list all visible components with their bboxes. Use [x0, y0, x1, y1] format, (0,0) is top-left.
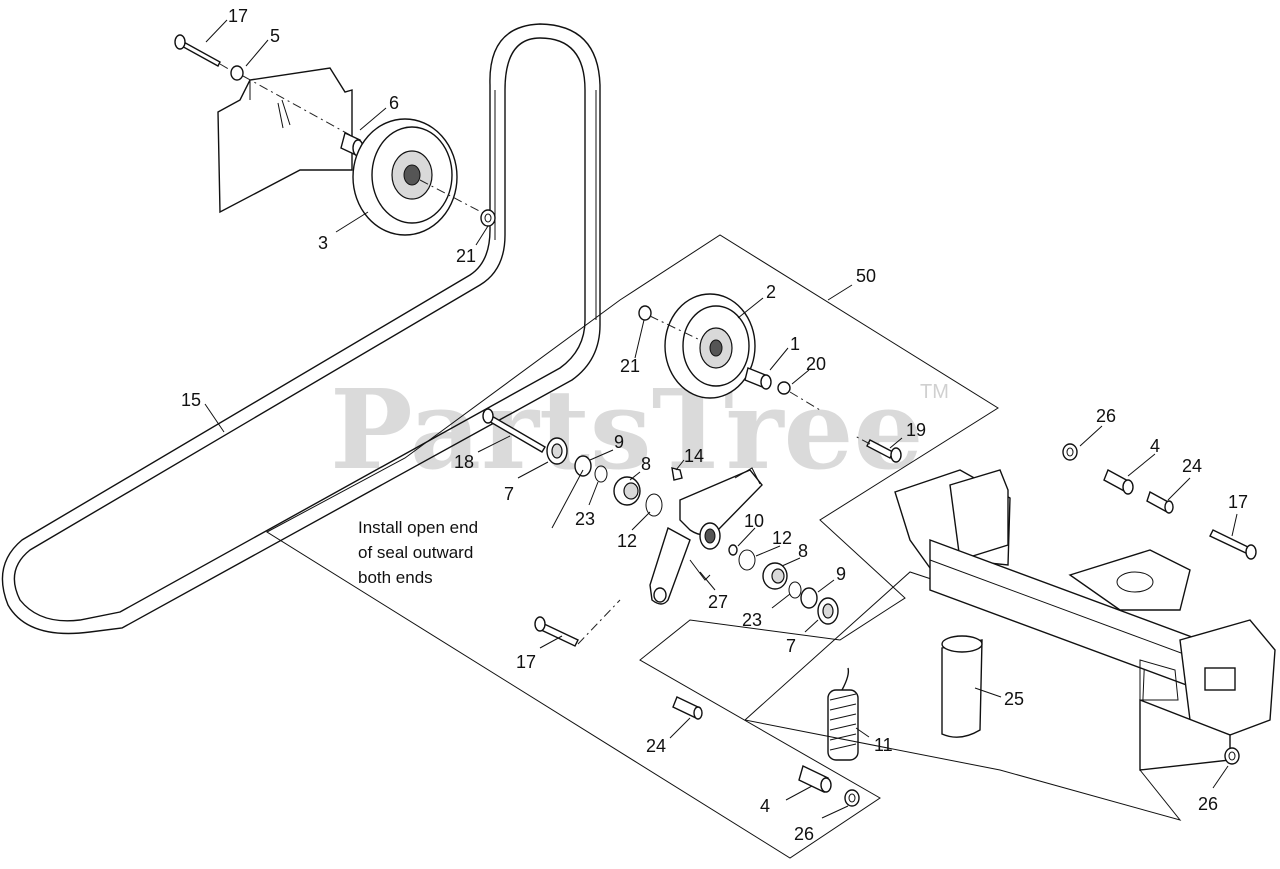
watermark-text: PartsTree [330, 365, 924, 494]
callout-26-lower: 26 [794, 824, 814, 844]
callout-7-right: 7 [786, 636, 796, 656]
bearing-8-right [762, 562, 788, 590]
drive-belt [1, 23, 601, 635]
callout-4-upper: 4 [1150, 436, 1160, 456]
spacer-1 [744, 367, 772, 390]
callout-20: 20 [806, 354, 826, 374]
o-ring-12-left [645, 493, 663, 517]
callout-8-left: 8 [641, 454, 651, 474]
idler-pulley-2 [664, 293, 756, 399]
callout-21-top: 21 [456, 246, 476, 266]
callout-5: 5 [270, 26, 280, 46]
callout-11: 11 [874, 735, 893, 755]
callout-7-left: 7 [504, 484, 514, 504]
bushing-4-upper [1103, 469, 1134, 495]
seal-7-right-center [822, 603, 834, 619]
installation-note: Install open end of seal outward both en… [358, 518, 478, 587]
callout-6: 6 [389, 93, 399, 113]
assembly-50-outline [266, 234, 999, 859]
callout-24-upper: 24 [1182, 456, 1202, 476]
bearing-8-left [613, 476, 641, 506]
seal-7-left-center [551, 443, 563, 459]
clip-23-right [788, 581, 802, 599]
washer-5 [230, 65, 244, 81]
callout-26-right: 26 [1198, 794, 1218, 814]
nut-21-lower [638, 305, 701, 341]
tube-sleeve-25 [941, 635, 983, 738]
callout-23-right: 23 [742, 610, 762, 630]
ring-9-left [574, 455, 592, 477]
spacer-24-lower [672, 696, 703, 720]
callout-2: 2 [766, 282, 776, 302]
nut-26-right [1224, 747, 1240, 765]
bolt-17-right [1209, 529, 1257, 560]
callout-25: 25 [1004, 689, 1024, 709]
spacer-24-upper [1146, 490, 1174, 514]
o-ring-12-right [738, 549, 756, 571]
frame-bracket [894, 469, 1276, 771]
watermark-trademark: TM [920, 381, 949, 403]
callout-26-upper: 26 [1096, 406, 1116, 426]
callout-24-lower: 24 [646, 736, 666, 756]
callout-14: 14 [684, 446, 704, 466]
bolt-17-top [174, 34, 233, 72]
bolt-17-middle [534, 599, 621, 647]
nut-26-upper [1062, 443, 1078, 461]
upper-bracket [217, 67, 353, 214]
callout-17-middle: 17 [516, 652, 536, 672]
callout-50: 50 [856, 266, 876, 286]
callout-9-right: 9 [836, 564, 846, 584]
callout-3: 3 [318, 233, 328, 253]
callout-27: 27 [708, 592, 728, 612]
callout-17-right: 17 [1228, 492, 1248, 512]
callout-18: 18 [454, 452, 474, 472]
grease-fitting-14 [671, 467, 683, 481]
callout-12-right: 12 [772, 528, 792, 548]
note-line-1: Install open end [358, 518, 478, 537]
callout-4-lower: 4 [760, 796, 770, 816]
cap-10 [728, 544, 738, 556]
nut-21-top [480, 209, 496, 227]
extension-spring-11 [827, 667, 859, 761]
idler-pulley-3 [352, 118, 486, 236]
bolt-19 [854, 435, 902, 463]
callout-10: 10 [744, 511, 764, 531]
nut-26-lower [844, 789, 860, 807]
callout-12-left: 12 [617, 531, 637, 551]
callouts: 17 5 6 3 21 15 50 2 21 1 20 19 18 9 7 8 … [181, 6, 1248, 844]
leader-lines [204, 19, 1238, 819]
callout-21-lower: 21 [620, 356, 640, 376]
callout-1: 1 [790, 334, 800, 354]
callout-19: 19 [906, 420, 926, 440]
callout-17-top: 17 [228, 6, 248, 26]
clip-23-left [594, 465, 608, 483]
callout-23-left: 23 [575, 509, 595, 529]
washer-20 [777, 381, 791, 395]
callout-9-left: 9 [614, 432, 624, 452]
bushing-4-lower [798, 765, 832, 793]
bolt-18 [482, 408, 546, 453]
callout-8-right: 8 [798, 541, 808, 561]
callout-15: 15 [181, 390, 201, 410]
ring-9-right [800, 587, 818, 609]
note-line-3: both ends [358, 568, 433, 587]
note-line-2: of seal outward [358, 543, 473, 562]
idler-arm-27 [649, 467, 763, 605]
